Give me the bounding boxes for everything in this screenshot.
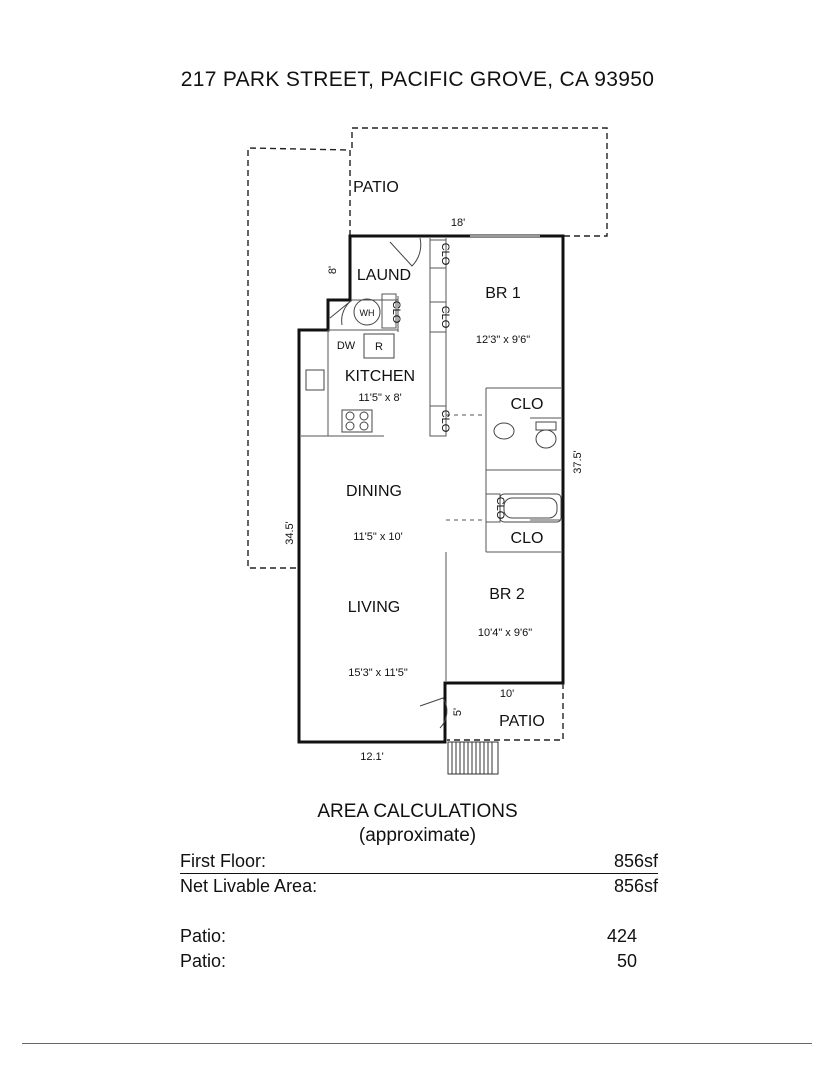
area-row-label: Patio: xyxy=(180,951,227,971)
dim-bottom-width: 12.1' xyxy=(360,751,384,763)
water-heater-icon xyxy=(353,298,381,326)
door-swings xyxy=(329,235,540,729)
area-row-label: Patio: xyxy=(180,926,227,946)
dining-size: 11'5" x 10' xyxy=(353,531,403,543)
br2-size: 10'4" x 9'6" xyxy=(478,627,532,639)
laund-label: LAUND xyxy=(357,267,411,284)
br2-label: BR 2 xyxy=(489,586,525,603)
area-row-value: 50 xyxy=(616,951,637,971)
dining-label: DINING xyxy=(346,483,402,500)
closet-label-strip-2: CLO xyxy=(439,306,451,329)
area-divider xyxy=(180,873,658,874)
dim-laund-height: 8' xyxy=(327,266,339,274)
kitchen-label: KITCHEN xyxy=(345,368,415,385)
dw-label: DW xyxy=(337,340,356,352)
closet-label-bath: CLO xyxy=(494,497,506,520)
dim-patio-depth: 5' xyxy=(452,708,464,716)
area-row-label: Net Livable Area: xyxy=(180,876,318,896)
toilet-icon xyxy=(535,429,557,449)
patio-bottom-outline xyxy=(447,683,564,741)
refrigerator-icon xyxy=(363,333,395,359)
stove-icon xyxy=(341,409,373,433)
dim-right-height: 37.5' xyxy=(572,450,584,474)
patio-top-label: PATIO xyxy=(353,179,399,196)
dim-left-height: 34.5' xyxy=(284,521,296,545)
br1-size: 12'3" x 9'6" xyxy=(476,334,530,346)
patio-bottom-label: PATIO xyxy=(499,713,545,730)
area-row-value: 424 xyxy=(606,926,637,946)
page-title: 217 PARK STREET, PACIFIC GROVE, CA 93950 xyxy=(180,68,655,91)
area-row-label: First Floor: xyxy=(180,851,267,871)
br1-label: BR 1 xyxy=(485,285,521,302)
living-size: 15'3" x 11'5" xyxy=(348,667,408,679)
floor-plan: PATIO LAUND BR 1 12'3" x 9'6" DW R WH KI… xyxy=(247,127,608,775)
closet-label-br1: CLO xyxy=(511,396,544,413)
patio-top-outline xyxy=(247,127,608,569)
dim-patio-width: 10' xyxy=(500,688,514,700)
area-calculations: AREA CALCULATIONS (approximate) xyxy=(0,800,835,848)
interior-walls xyxy=(301,238,561,681)
area-subtitle: (approximate) xyxy=(358,825,477,846)
living-label: LIVING xyxy=(348,599,400,616)
area-row-value: 856sf xyxy=(613,876,658,896)
fixtures xyxy=(305,298,562,523)
closet-label-laund: CLO xyxy=(390,301,402,324)
footer-divider xyxy=(22,1043,812,1044)
exterior-wall xyxy=(297,234,565,744)
bath-sink-icon xyxy=(493,422,515,440)
r-label: R xyxy=(375,341,383,353)
wh-label: WH xyxy=(360,308,375,318)
area-row-value: 856sf xyxy=(613,851,658,871)
closet-label-br2: CLO xyxy=(511,530,544,547)
dim-top-width: 18' xyxy=(451,217,465,229)
bathtub-icon xyxy=(499,493,562,523)
entry-stairs xyxy=(447,741,499,775)
area-title: AREA CALCULATIONS xyxy=(317,801,518,822)
closet-label-strip-1: CLO xyxy=(439,243,451,266)
kitchen-sink-icon xyxy=(305,369,325,391)
kitchen-size: 11'5" x 8' xyxy=(358,392,401,404)
closet-label-strip-3: CLO xyxy=(439,410,451,433)
